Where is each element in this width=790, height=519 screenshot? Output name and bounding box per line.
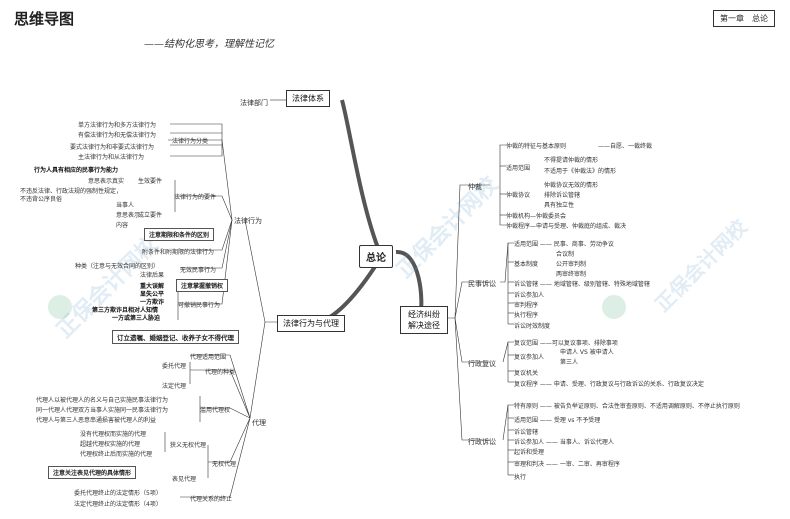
chapter-label: 第一章 总论 (713, 10, 775, 27)
valid-item: 意思表示真实 (88, 178, 125, 185)
review-participant: 申请人 VS 被申请人 (560, 349, 614, 356)
abuse-item: 同一代理人代理双方当事人实施同一民事法律行为 (36, 407, 169, 414)
admin-lit-item: 诉讼参加人 —— 当事人、诉讼代理人 (514, 439, 614, 446)
invalid-kinds: 种类（注意与无效合同的区别） (75, 263, 160, 270)
review-item: 复议程序 —— 申请、受理、行政复议与行政诉讼的关系、行政复议决定 (514, 381, 704, 388)
form-item: 当事人 (116, 202, 135, 209)
valid-item: 不违反法律、行政法规的强制性规定， (20, 188, 123, 195)
node-voidable[interactable]: 可撤销民事行为 (178, 302, 221, 309)
node-dispute[interactable]: 经济纠纷解决途径 (400, 306, 448, 334)
node-legal-behavior[interactable]: 法律行为 (234, 217, 262, 225)
lit-system-item: 公开审判制 (556, 261, 587, 268)
page-subtitle: ——结构化思考，理解性记忆 (144, 39, 274, 50)
voidable-item: 显失公平 (140, 291, 165, 298)
node-legal-act[interactable]: 法律行为与代理 (277, 315, 345, 332)
node-abuse[interactable]: 滥用代理权 (200, 407, 231, 414)
classification-item: 单方法律行为和多方法律行为 (78, 122, 157, 129)
arb-agreement-item: 具有独立性 (544, 202, 575, 209)
watermark-logo-icon-right (602, 295, 626, 319)
node-law-dept[interactable]: 法律部门 (240, 99, 268, 107)
arb-item: 仲裁协议 (506, 192, 531, 199)
node-classification[interactable]: 法律行为分类 (172, 138, 209, 145)
agency-kind: 法定代理 (162, 383, 187, 390)
lit-item: 诉讼管辖 —— 地域管辖、级别管辖、特殊地域管辖 (514, 281, 650, 288)
review-participant: 第三人 (560, 359, 579, 366)
node-elements[interactable]: 法律行为的要件 (174, 194, 217, 201)
node-law-system[interactable]: 法律体系 (286, 90, 330, 107)
unauth-item: 超越代理权实施的代理 (80, 441, 141, 448)
admin-lit-item: 审理和判决 —— 一审、二审、再审程序 (514, 461, 620, 468)
termination-item: 法定代理终止的法定情形（4项） (74, 501, 162, 508)
note-no-agency: 订立遗嘱、婚姻登记、收养子女不得代理 (112, 330, 239, 344)
termination-item: 委托代理终止的法定情形（5项） (74, 490, 162, 497)
lit-system-item: 两审终审制 (556, 271, 587, 278)
lit-item: 执行程序 (514, 312, 539, 319)
note-conditions: 注意期限和条件的区别 (144, 228, 215, 241)
page-title: 思维导图 (14, 10, 75, 28)
node-form-elements[interactable]: 成立要件 (138, 212, 163, 219)
center-node[interactable]: 总论 (359, 245, 393, 268)
valid-item: 行为人具有相应的民事行为能力 (34, 167, 119, 174)
node-arbitration[interactable]: 仲裁 (468, 183, 482, 191)
voidable-item: 第三方欺诈且相对人知情 (92, 307, 159, 314)
arb-item: 仲裁程序—申请与受理、仲裁庭的组成、裁决 (506, 223, 627, 230)
review-item: 复议参加人 (514, 354, 545, 361)
arb-agreement-item: 仲裁协议无效的情形 (544, 182, 599, 189)
admin-lit-item: 适用范围 —— 受理 vs 不予受理 (514, 417, 601, 424)
classification-item: 有偿法律行为和无偿法律行为 (78, 132, 157, 139)
node-admin-review[interactable]: 行政复议 (468, 360, 496, 368)
node-agency-kinds[interactable]: 代理的种类 (205, 369, 236, 376)
admin-lit-item: 执行 (514, 474, 527, 481)
lit-item: 适用范围 —— 民事、商事、劳动争议 (514, 241, 614, 248)
abuse-item: 代理人与第三人恶意串通损害被代理人的利益 (36, 417, 157, 424)
voidable-item: 一方欺诈 (140, 299, 165, 306)
lit-item: 诉讼时效制度 (514, 323, 551, 330)
classification-item: 主法律行为和从法律行为 (78, 154, 145, 161)
arb-item: 适用范围 (506, 165, 531, 172)
arb-item-detail: ——自愿、一裁终裁 (598, 143, 653, 150)
arb-item: 仲裁机构—仲裁委员会 (506, 213, 567, 220)
classification-item: 要式法律行为和非要式法律行为 (70, 144, 155, 151)
node-termination[interactable]: 代理关系的终止 (190, 496, 233, 503)
node-agency-scope[interactable]: 代理适用范围 (190, 354, 227, 361)
watermark-logo-icon (48, 295, 72, 319)
node-invalid[interactable]: 无效民事行为 (180, 267, 217, 274)
arb-scope-item: 不适用于《仲裁法》的情形 (544, 168, 617, 175)
review-item: 复议机关 (514, 370, 539, 377)
node-agency[interactable]: 代理 (252, 419, 266, 427)
unauth-item: 代理权终止后而实施的代理 (80, 451, 153, 458)
node-apparent[interactable]: 表见代理 (172, 476, 197, 483)
invalid-effect: 法律后果 (140, 272, 165, 279)
node-unauthorized[interactable]: 无权代理 (212, 461, 237, 468)
voidable-item: 一方或第三人胁迫 (112, 315, 161, 322)
note-apparent: 注意关注表见代理的具体情形 (48, 466, 137, 479)
node-narrow-unauth[interactable]: 狭义无权代理 (170, 442, 207, 449)
arb-item: 仲裁的特征与基本原则 (506, 143, 567, 150)
lit-system-item: 合议制 (556, 251, 575, 258)
arb-agreement-item: 排除诉讼管辖 (544, 192, 581, 199)
admin-lit-item: 诉讼管辖 (514, 429, 539, 436)
form-item: 内容 (116, 222, 129, 229)
lit-item: 审判程序 (514, 302, 539, 309)
abuse-item: 代理人以被代理人的名义与自己实施民事法律行为 (36, 397, 169, 404)
node-civil-litigation[interactable]: 民事诉讼 (468, 280, 496, 288)
lit-item: 诉讼参加人 (514, 292, 545, 299)
node-condition[interactable]: 附条件和附期限的法律行为 (142, 249, 215, 256)
admin-lit-item: 特有原则 —— 被告负举证原则、合法性审查原则、不适用调解原则、不停止执行原则 (514, 403, 740, 410)
arb-scope-item: 不得提请仲裁的情形 (544, 157, 599, 164)
review-item: 复议范围 ——可以复议事项、排除事项 (514, 340, 618, 347)
agency-kind: 委托代理 (162, 363, 187, 370)
form-item: 意思表示 (116, 212, 141, 219)
node-admin-litigation[interactable]: 行政诉讼 (468, 438, 496, 446)
voidable-item: 重大误解 (140, 283, 165, 290)
lit-item: 基本制度 (514, 261, 539, 268)
note-rescission: 注意掌握撤销权 (176, 279, 229, 292)
unauth-item: 没有代理权而实施的代理 (80, 431, 147, 438)
admin-lit-item: 起诉和受理 (514, 449, 545, 456)
node-valid-elements[interactable]: 生效要件 (138, 178, 163, 185)
valid-item: 不违背公序良俗 (20, 196, 63, 203)
